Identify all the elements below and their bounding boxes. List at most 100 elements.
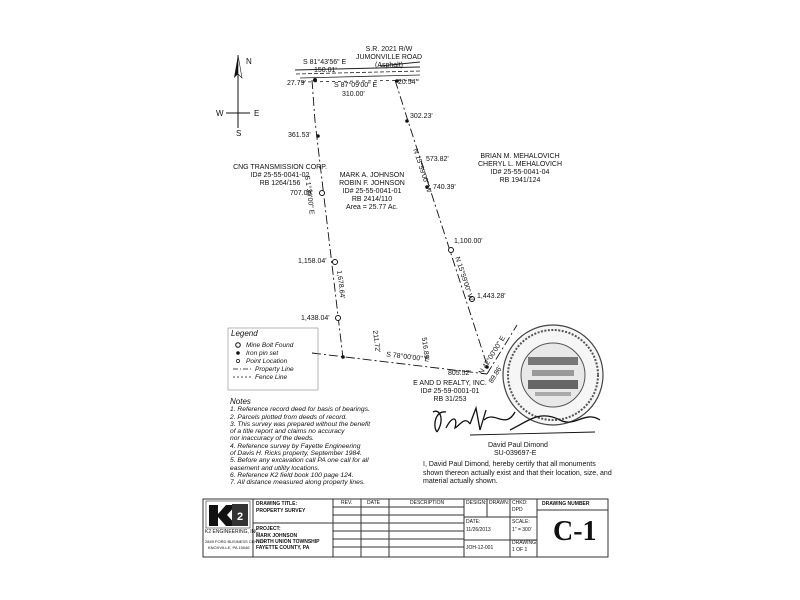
surveyor-name: David Paul Dimond	[488, 442, 548, 449]
note-line: of Davis H. Ricks property, September 19…	[230, 450, 362, 458]
mine-bolt-icon	[448, 247, 454, 253]
east-dist-4: 1,100.00'	[454, 238, 483, 245]
surveyor-certification: I, David Paul Dimond, hereby certify tha…	[423, 461, 612, 486]
drawing-number: C-1	[553, 516, 597, 547]
mine-bolt-icon	[319, 190, 325, 196]
south-label: S	[236, 129, 242, 138]
note-line: 3. This survey was prepared without the …	[230, 420, 371, 428]
north-label: N	[246, 57, 252, 66]
eandd-rb: RB 31/253	[433, 396, 467, 403]
note-line: easement and utility locations.	[230, 464, 320, 472]
west-dist-4: 1,438.04'	[301, 315, 330, 322]
mehalovich-owner-2: CHERYL L. MEHALOVICH	[477, 161, 563, 168]
iron-pin-icon	[425, 185, 429, 189]
legend-point-location: Point Location	[246, 358, 288, 365]
east-dist-5: 1,443.28'	[477, 293, 506, 300]
road-bearing-top: S 81°43'56" E	[303, 59, 347, 66]
k2-logo-icon: 2	[205, 500, 251, 529]
drawing-title-label: DRAWING TITLE:	[256, 501, 298, 507]
note-line: 1. Reference record deed for basis of be…	[230, 406, 370, 414]
scale-label: SCALE:	[512, 519, 530, 525]
date-header: DATE	[367, 500, 380, 506]
job-number: JOH-12-001	[466, 545, 494, 551]
legend-property-line: Property Line	[255, 366, 294, 373]
project-label: PROJECT:	[256, 526, 281, 532]
north-arrow-icon	[226, 54, 250, 128]
drawing-value: 1 OF 1	[512, 547, 528, 553]
point-location-legend-icon	[236, 359, 240, 363]
eandd-owner: E AND D REALTY, INC.	[413, 380, 487, 387]
project-line-3: FAYETTE COUNTY, PA	[256, 545, 310, 551]
cng-rb: RB 1264/156	[259, 180, 301, 187]
cng-owner: CNG TRANSMISSION CORP.	[233, 164, 327, 171]
iron-pin-legend-icon	[236, 351, 240, 355]
date-label: DATE:	[466, 519, 481, 525]
road-dist-left: 27.79'	[287, 80, 306, 87]
company-name: K2 ENGINEERING, INC.	[205, 529, 261, 535]
project-line-1: MARK JOHNSON	[256, 533, 298, 539]
svg-text:2: 2	[237, 511, 243, 523]
west-dist-2: 707.09'	[290, 190, 313, 197]
johnson-owner-2: ROBIN F. JOHNSON	[339, 180, 405, 187]
johnson-owner-1: MARK A. JOHNSON	[339, 172, 405, 179]
road-rw-label: S.R. 2021 R/W	[365, 46, 413, 53]
mehalovich-id: ID# 25-55-0041-04	[490, 169, 550, 176]
eandd-id: ID# 25-59-0001-01	[420, 388, 480, 395]
road-dist-top: 150.01'	[314, 67, 337, 74]
road-dist-mid: 310.00'	[342, 91, 365, 98]
note-line: 5. Before any excavation call PA one cal…	[230, 457, 369, 465]
notes-block: Notes 1. Reference record deed for basis…	[230, 397, 415, 487]
note-line: nor inaccuracy of the deeds.	[230, 435, 315, 443]
mine-bolt-icon	[332, 259, 338, 265]
description-header: DESCRIPTION	[410, 500, 445, 506]
johnson-rb: RB 2414/110	[351, 196, 393, 203]
drawing-number-label: DRAWING NUMBER	[542, 501, 590, 507]
road-right-of-way	[294, 61, 422, 83]
mine-bolt-icon	[469, 296, 475, 302]
design-label: DESIGN:	[466, 500, 487, 506]
note-line: 7. All distance measured along property …	[230, 479, 366, 487]
east-line-points	[395, 79, 489, 369]
east-dist-2: 573.82'	[426, 156, 449, 163]
road-dist-right: 20.54'	[398, 79, 417, 86]
legend-mine-bolt: Mine Bolt Found	[246, 342, 294, 349]
west-label: W	[216, 109, 224, 118]
checked-value: DPD	[512, 507, 523, 513]
west-dist-3: 1,158.04'	[298, 258, 327, 265]
west-dist-1: 361.53'	[288, 132, 311, 139]
east-label: E	[254, 109, 260, 118]
legend-title: Legend	[231, 329, 258, 338]
east-dist-3: 740.39'	[433, 184, 456, 191]
company-address-1: 2849 FORD BUSINESS CENTER	[205, 539, 266, 544]
road-bearing-mid: S 87°09'00" E	[334, 82, 378, 89]
legend-iron-pin: Iron pin set	[246, 350, 279, 357]
checked-label: CHKD:	[512, 500, 528, 506]
road-surface-label: (Asphalt)	[374, 62, 403, 69]
iron-pin-icon	[341, 355, 345, 359]
drawing-label: DRAWING:	[512, 540, 538, 546]
drawing-title: PROPERTY SURVEY	[256, 508, 306, 514]
iron-pin-icon	[405, 119, 409, 123]
west-line-points	[313, 78, 345, 359]
title-block-grid	[202, 498, 609, 558]
surveyor-seal	[502, 324, 604, 426]
johnson-id: ID# 25-55-0041-01	[342, 188, 402, 195]
project-line-2: NORTH UNION TOWNSHIP	[256, 539, 320, 545]
mine-bolt-legend-icon	[235, 342, 241, 348]
note-line: 4. Reference survey by Fayette Engineeri…	[230, 442, 361, 450]
drawn-label: DRAWN:	[489, 500, 510, 506]
rev-header: REV.	[341, 500, 353, 506]
mine-bolt-icon	[335, 315, 341, 321]
iron-pin-icon	[485, 365, 489, 369]
mehalovich-rb: RB 1941/124	[499, 177, 541, 184]
south-dist-total: 805.52'	[448, 370, 471, 377]
company-address-2: KNOXVILLE, PA 15046	[208, 545, 250, 550]
property-boundary	[311, 79, 518, 375]
mehalovich-owner-1: BRIAN M. MEHALOVICH	[480, 153, 560, 160]
cng-id: ID# 25-55-0041-02	[250, 172, 310, 179]
scale-value: 1" = 300'	[512, 527, 532, 533]
date-value: 11/26/2013	[466, 527, 491, 533]
note-line: 6. Reference K2 field book 100 page 124.	[230, 471, 354, 479]
